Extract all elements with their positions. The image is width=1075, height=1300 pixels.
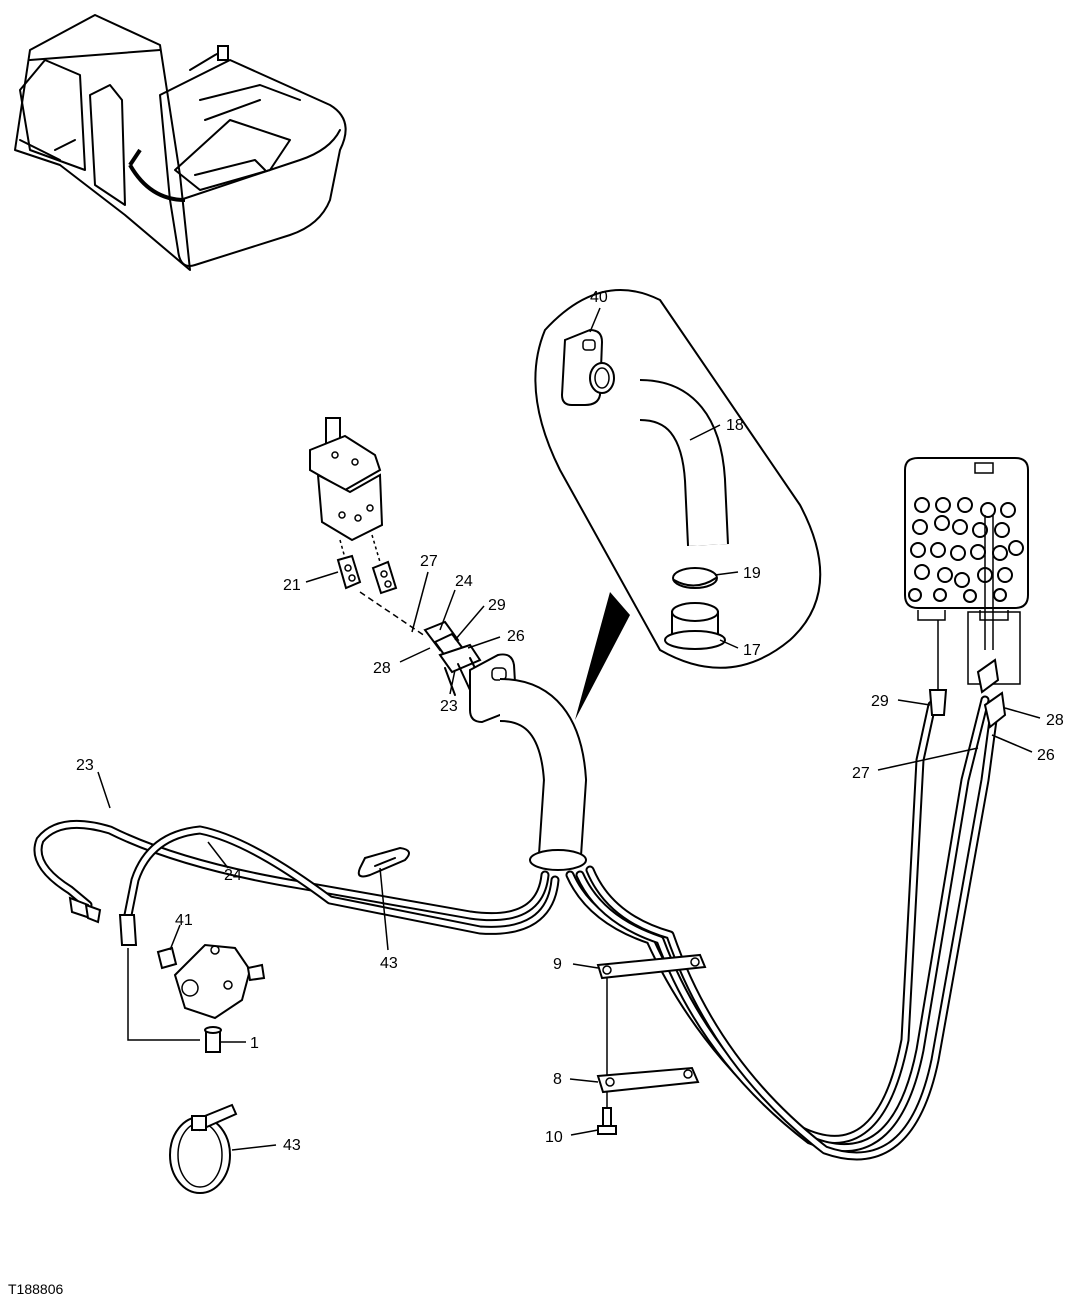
fitting-part-41 <box>156 946 178 970</box>
hose-end-fitting-28 <box>983 691 1007 729</box>
callout-17: 17 <box>743 642 761 659</box>
callout-28-right: 28 <box>1046 712 1064 729</box>
callout-19: 19 <box>743 565 761 582</box>
fittings-part-21 <box>336 534 398 595</box>
callout-41: 41 <box>175 912 193 929</box>
callout-29-right: 29 <box>871 693 889 710</box>
bolt-part-10 <box>597 1107 617 1135</box>
plate-part-8 <box>596 1066 700 1094</box>
hose-end-fitting-27 <box>976 658 1000 694</box>
leader-lines <box>97 307 1041 1151</box>
main-hose-tube <box>498 678 588 871</box>
seal-part-17 <box>664 602 726 650</box>
pump-assembly <box>173 943 266 1020</box>
callout-1: 1 <box>250 1035 259 1052</box>
document-id: T188806 <box>8 1281 64 1297</box>
fitting-part-1 <box>204 1026 222 1053</box>
hose-left-24 <box>123 825 560 935</box>
callout-8: 8 <box>553 1071 562 1088</box>
callout-23: 23 <box>440 698 458 715</box>
callout-23-left: 23 <box>76 757 94 774</box>
callout-43-installed: 43 <box>380 955 398 972</box>
control-valve <box>904 457 1029 690</box>
hose-end-fitting-29 <box>928 689 948 716</box>
hose-end-fitting-24 <box>118 914 138 946</box>
clamp-part-9 <box>596 953 707 980</box>
strap-part-43-loose <box>169 1103 238 1194</box>
callout-24: 24 <box>455 573 473 590</box>
callout-27-right: 27 <box>852 765 870 782</box>
callout-26-right: 26 <box>1037 747 1055 764</box>
strap-part-43-installed <box>357 846 410 878</box>
callouts: 40 18 19 17 21 27 24 29 26 28 23 23 24 4… <box>76 289 1064 1154</box>
pilot-valve <box>309 417 384 542</box>
callout-10: 10 <box>545 1129 563 1146</box>
callout-29: 29 <box>488 597 506 614</box>
grommet-part-40 <box>560 328 615 406</box>
hose-end-cluster <box>423 620 483 696</box>
callout-9: 9 <box>553 956 562 973</box>
detail-bubble <box>534 289 822 720</box>
hose-end-fitting-23 <box>68 896 102 924</box>
tube-part-18 <box>638 379 729 546</box>
callout-21: 21 <box>283 577 301 594</box>
callout-26: 26 <box>507 628 525 645</box>
valve-ports <box>908 497 1024 603</box>
clamp-part-19 <box>672 567 718 589</box>
callout-28: 28 <box>373 660 391 677</box>
callout-43-loose: 43 <box>283 1137 301 1154</box>
hose-left-23 <box>33 819 550 922</box>
callout-24-left: 24 <box>224 867 242 884</box>
callout-18: 18 <box>726 417 744 434</box>
hose-bundle-right <box>565 695 998 1161</box>
callout-27: 27 <box>420 553 438 570</box>
excavator-locator-view <box>14 14 347 271</box>
callout-40: 40 <box>590 289 608 306</box>
